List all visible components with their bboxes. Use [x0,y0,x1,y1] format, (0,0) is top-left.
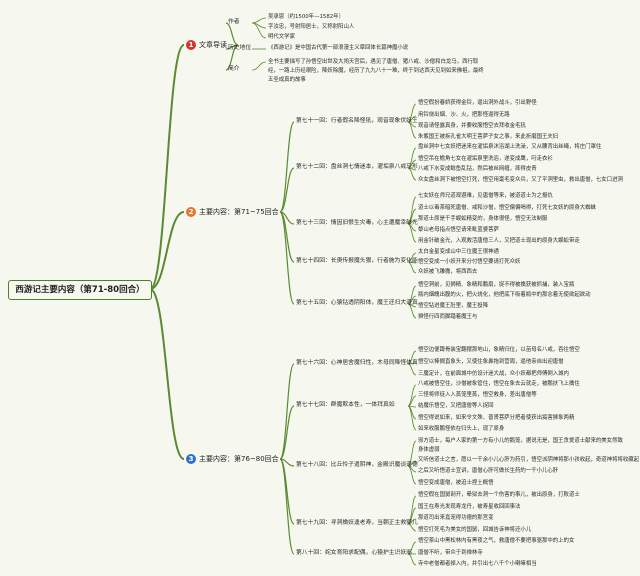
connector-line [279,458,295,555]
connector-line [279,405,295,460]
connector-line [279,211,295,305]
connector-line [225,44,239,71]
leaf-node: 三怪将师徒入入蒸笼里蒸，悟空救身，差出唐僧等 [418,392,537,398]
leaf-node: 悟空以棒搁直象头，又使住象鼻拖到营周，逼他亲自出迎唐僧 [418,359,564,365]
leaf-node: 众女盘丝洞下被悟空打死，悟空用毫毛变众兵，又了平洞里虫，救出唐僧，七女口进洞 [418,177,623,183]
topic-node: 第七十三回：情因旧恨生灾毒，心主遭魔幸破光 [296,220,418,226]
leaf-node: 瓶内烟魄出腹的火，把火烧化，他把底下吸着瓶中的那念着无使欲起欲动 [418,292,591,298]
leaf-node: 悟空变成唐僧，被迫士捏土概悟 [418,480,494,486]
leaf-node: 用铃烧出烟、沙、火，把那怪逼得无路 [418,112,510,118]
leaf-node: 如来收服鹏怪依在归头上，现了原身 [418,426,505,432]
topic-node: 第八十回：姹女育阳求配偶，心猿护主识妖邪 [296,550,412,556]
topic-node: 作者 [228,19,240,25]
leaf-node: 明代文学家 [268,34,295,40]
leaf-node: 悟空假扮春娇获得金铃，逼出洞外战斗，引出野怪 [418,100,537,106]
leaf-node: 狮怪行四而脚踏着魔王与 [418,314,478,320]
connector-line [279,167,295,213]
topic-node: 第七十六回：心神居舍魔归性，木母同降怪体真 [296,360,418,366]
connector-line [407,363,417,376]
number-badge: 2 [186,207,196,217]
leaf-node: 唐僧不听，带众于到禅林寺 [418,550,483,556]
connector-line [149,211,185,290]
leaf-node: 悟空边便蹲骨装宝翻摆那地山，象精归位，以苗母名八戒，吞往悟空 [418,347,580,353]
connector-line [251,22,267,39]
connector-line [407,440,417,467]
topic-node: 第七十九回：寻洞擒妖逢老寿，当朝正主救婴儿 [296,520,418,526]
connector-line [407,553,417,566]
connector-line [407,167,417,181]
topic-node: 第七十五回：心猿钻透阴阳体，魔王还归大道真 [296,300,418,306]
leaf-node: 八戒被悟空住，沙僧被象管住，悟空在象去云就走，被鹏扶飞上擒住 [418,381,580,387]
number-badge: 3 [186,454,196,464]
leaf-node: 之后又听悟道士宣讲，唐僧心肝可做长生药的一千小儿心肝 [418,468,559,474]
leaf-node: 又听信道士之言，愿以一千余小儿心肝为药引，悟空派阴神将那小孩收起，奇道神将将收藏… [418,457,640,463]
topic-node: 历史地位 [228,45,252,51]
topic-node: 第七十二回：盘丝洞七情迷本，濯垢泉八戒忘形 [296,164,418,170]
leaf-node: 七女妖在师兄道观避难，见唐僧等来，被道道士为之报仇 [418,193,553,199]
connector-line [279,363,295,460]
topic-node: 第七十四回：长庚传报魔头狠，行者施为变化能 [296,258,418,264]
leaf-node: 盘丝洞中七女妖把迷来在濯垢泉沐浴湖上洗澡，又从腰背出丝绳，将庄门罩住 [418,144,602,150]
leaf-node: 悟空得说如来，如来令文殊、普贤菩萨分把者使获出捣害狮象两精 [418,415,575,421]
leaf-node: 结魔乐悟空，又把唐僧等人捉回 [418,403,494,409]
number-badge: 1 [186,40,196,50]
branch-label: 主要内容：第76~80回合 [199,455,279,463]
connector-line [225,22,239,46]
leaf-node: 字汝忠，号射阳居士，又称射阳山人 [268,24,355,30]
leaf-node: 太白金星变成山中三位魔王很神通 [418,249,499,255]
topic-node: 简介 [228,66,240,72]
leaf-node: 悟空吊在檐角七女在濯垢泉里洗浴，遂变成鹰，叼走衣衫 [418,156,553,162]
connector-line [407,121,417,139]
topic-node: 第七十七回：群魔欺本性，一体拜真如 [296,402,395,408]
topic-node: 第七十一回：行者假名降怪犼，观音现象伏妖王 [296,118,418,124]
leaf-node: 悟空假在国舅剖开，晕狱去洞一个伤害的事儿，被出原身，打败道士 [418,492,580,498]
leaf-node: 邪方道士，每户人家的第一方有小儿的鹅笼，据说无是，国王贪爱道士献来的美女然致身体… [418,438,623,453]
connector-line [407,405,417,431]
topic-node: 第七十八回：比丘怜子遣阴神，金殿识魔谈道德 [296,462,418,468]
connector-line [407,523,417,532]
leaf-node: 悟空打死毛为美女的国舅，回城告诉神将还小儿 [418,527,532,533]
leaf-node: 朱紫国王被拆孔雀大明王菩萨子女之事，来此折磨国王夫妇 [418,134,559,140]
branch-label: 文章导读 [199,41,227,49]
leaf-node: 众妖被飞雕撒，将西西去 [418,269,478,275]
leaf-node: 八戒下水变成鲶鱼乱钻，然后被丝网缠，摔得皮青 [418,166,537,172]
leaf-node: 三魔定计，在前面城中仿设计迷大战，众小妖都把师傅倒入城内 [418,371,569,377]
connector-line [407,223,417,243]
leaf-node: 悟空变成一小妖开来分付悟空要请打死众妖 [418,259,521,265]
root-node: 西游记主要内容（第71-80回合） [8,280,152,300]
leaf-node: 悟空茶山中黑松林内有黑夜之气，救唐僧不要把事驱那中的上的女 [418,538,575,544]
connector-line [407,261,417,274]
connector-line [407,384,417,407]
leaf-node: 《西游记》是中国古代第一部浪漫主义章回体长篇神魔小说 [268,45,409,51]
leaf-node: 那道士原是千手蜈蚣精变的，身体很怪，悟空无法制服 [418,216,548,222]
connector-line [279,121,295,213]
leaf-node: 全书主要描写了孙悟空出世及大闹天宫后，遇见了唐僧、猪八戒、沙僧和白龙马，西行取经… [268,59,484,83]
leaf-node: 吴承恩（约1500年—1582年） [268,14,344,20]
leaf-node: 悟空洞前，见狮精、象精和鹏扇，捉不得被擒获被抓捕，装入宝瓶 [418,282,575,288]
leaf-node: 观音请怪露真身，并要收服悟空去拜收金毛犼 [418,123,526,129]
connector-line [149,44,185,290]
leaf-node: 用金针破金光，入观救活唐僧三人，又把道士现出的原身大蜈蚣带走 [418,238,580,244]
leaf-node: 黎山老母指点悟空请来毗蓝婆菩萨 [418,227,499,233]
connector-line [407,303,417,319]
connector-line [279,458,295,467]
leaf-node: 那道司出来嘉宠得功德的那宫变 [418,515,494,521]
leaf-node: 国王在寿光发现寿龙丹，被寿星收回回事法 [418,504,521,510]
connector-line [251,17,267,24]
connector-line [407,465,417,485]
leaf-node: 道士以毒茶暗死唐僧、戒和沙僧，悟空偏偏喝得，打死七女妖的原身大蜘蛛 [418,205,596,211]
connector-line [251,61,267,71]
leaf-node: 寺中老僧都者掉入内，并引出七八千个小喇嘛相当 [418,561,537,567]
connector-line [149,288,185,460]
branch-label: 主要内容：第71~75回合 [199,208,279,216]
leaf-node: 悟空钻进魔王肚里，魔王投降 [418,303,489,309]
